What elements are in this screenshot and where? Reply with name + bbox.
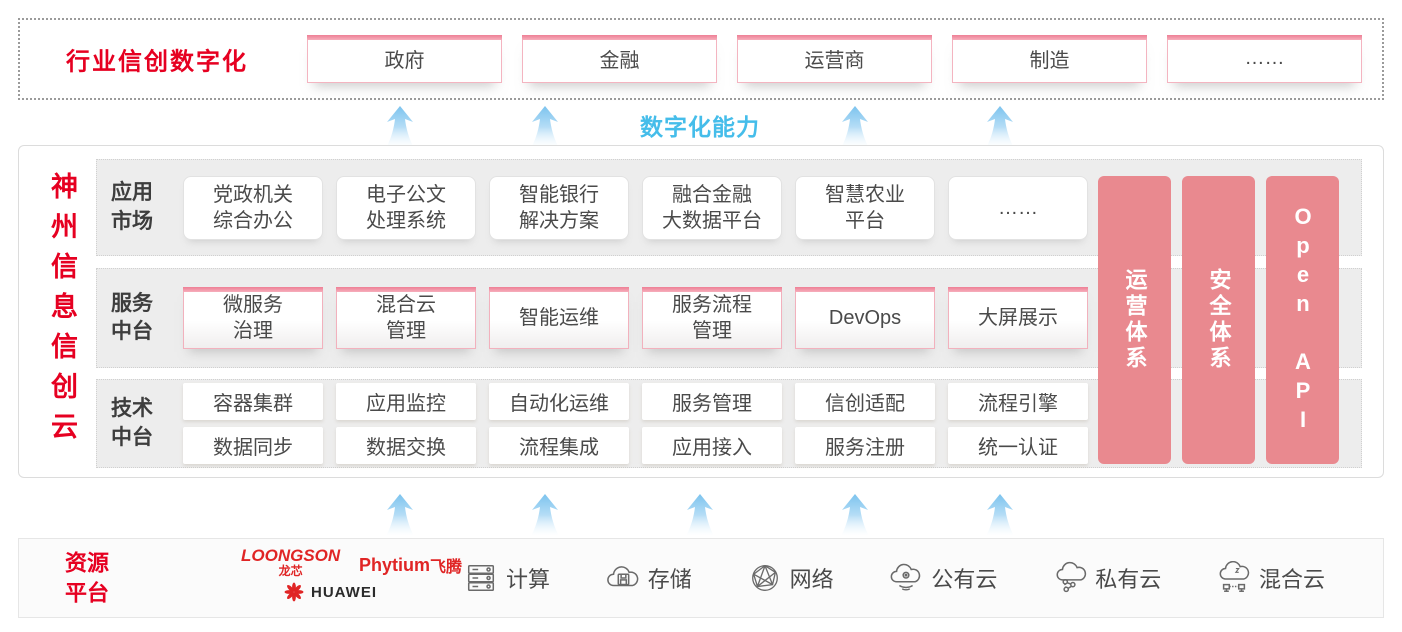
tech-box-container-cluster: 容器集群 xyxy=(183,383,323,420)
tech-row-2: 数据同步 数据交换 流程集成 应用接入 服务注册 统一认证 xyxy=(183,427,1088,464)
industry-box-manufacturing: 制造 xyxy=(952,35,1147,83)
tech-box-app-monitoring: 应用监控 xyxy=(336,383,476,420)
row-label-tech-platform: 技术 中台 xyxy=(111,397,153,449)
industry-box-ellipsis: …… xyxy=(1167,35,1362,83)
service-platform-boxes: 微服务 治理 混合云 管理 智能运维 服务流程 管理 DevOps 大屏展示 xyxy=(183,287,1088,349)
tech-box-data-sync: 数据同步 xyxy=(183,427,323,464)
resource-network: 网络 xyxy=(748,561,834,595)
capability-label: 数字化能力 xyxy=(640,114,760,140)
hybrid-cloud-icon xyxy=(1219,561,1250,592)
app-market-boxes: 党政机关 综合办公 电子公文 处理系统 智能银行 解决方案 融合金融 大数据平台… xyxy=(183,175,1088,240)
phytium-logo: Phytium 飞腾 xyxy=(359,553,462,577)
resource-public-cloud: 公有云 xyxy=(889,561,997,595)
loongson-logo-cn: 龙芯 xyxy=(278,564,303,578)
svc-box-dashboard-display: 大屏展示 xyxy=(948,287,1088,349)
industry-band: 行业信创数字化 政府 金融 运营商 制造 …… xyxy=(18,18,1384,100)
resource-storage-label: 存储 xyxy=(647,567,692,592)
industry-box-finance: 金融 xyxy=(522,35,717,83)
pillar-security-system: 安全体系 xyxy=(1182,176,1255,464)
industry-box-government: 政府 xyxy=(307,35,502,83)
industry-box-operator: 运营商 xyxy=(737,35,932,83)
loongson-logo-en: LOONGSON xyxy=(241,546,341,565)
resource-list: 计算 存储 网络 xyxy=(464,539,1325,617)
svc-box-microservice-governance: 微服务 治理 xyxy=(183,287,323,349)
svc-box-devops: DevOps xyxy=(795,287,935,349)
tech-box-xinchuang-adaptation: 信创适配 xyxy=(795,383,935,420)
tech-box-service-mgmt: 服务管理 xyxy=(642,383,782,420)
up-arrow-icon xyxy=(986,106,1014,148)
app-box-smart-banking: 智能银行 解决方案 xyxy=(489,175,629,240)
tech-platform-boxes: 容器集群 应用监控 自动化运维 服务管理 信创适配 流程引擎 数据同步 数据交换… xyxy=(183,383,1088,464)
cloud-platform-box: 神州信息信创云 应用 市场 党政机关 综合办公 电子公文 处理系统 智能银行 解… xyxy=(18,145,1384,478)
vendor-logos: LOONGSON 龙芯 Phytium 飞腾 xyxy=(201,539,481,617)
resource-private-cloud: 私有云 xyxy=(1053,561,1161,595)
industry-band-title: 行业信创数字化 xyxy=(66,48,248,76)
up-arrow-icon xyxy=(531,106,559,148)
resource-platform-box: 资源 平台 LOONGSON 龙芯 Phytium 飞腾 xyxy=(18,538,1384,618)
up-arrow-icon xyxy=(386,494,414,536)
svc-box-hybrid-cloud-mgmt: 混合云 管理 xyxy=(336,287,476,349)
compute-icon xyxy=(467,564,495,592)
resource-storage: 存储 xyxy=(606,561,692,595)
pillar-group: 运营体系 安全体系 Open API xyxy=(1098,176,1339,464)
svc-box-intelligent-ops: 智能运维 xyxy=(489,287,629,349)
huawei-logo-text: HUAWEI xyxy=(311,583,377,601)
app-box-finance-bigdata: 融合金融 大数据平台 xyxy=(642,175,782,240)
resource-public-cloud-label: 公有云 xyxy=(931,567,998,592)
platform-side-title: 神州信息信创云 xyxy=(47,172,77,452)
huawei-flower-icon xyxy=(284,582,304,602)
private-cloud-icon xyxy=(1056,561,1087,593)
tech-box-process-engine: 流程引擎 xyxy=(948,383,1088,420)
row-label-app-market: 应用 市场 xyxy=(111,181,153,233)
pillar-operation-system-label: 运营体系 xyxy=(1122,268,1148,372)
up-arrow-icon xyxy=(841,494,869,536)
resource-hybrid-cloud: 混合云 xyxy=(1217,561,1325,595)
storage-icon xyxy=(607,566,639,587)
app-box-smart-agriculture: 智慧农业 平台 xyxy=(795,175,935,240)
huawei-logo: HUAWEI xyxy=(283,581,377,603)
tech-box-data-exchange: 数据交换 xyxy=(336,427,476,464)
resource-network-label: 网络 xyxy=(789,567,834,592)
up-arrow-icon xyxy=(386,106,414,148)
phytium-logo-cn: 飞腾 xyxy=(430,559,463,576)
resource-platform-title: 资源 平台 xyxy=(65,550,110,605)
pillar-security-system-label: 安全体系 xyxy=(1206,268,1232,372)
public-cloud-icon xyxy=(891,563,921,591)
app-box-party-gov-office: 党政机关 综合办公 xyxy=(183,175,323,240)
up-arrow-icon xyxy=(986,494,1014,536)
loongson-logo: LOONGSON 龙芯 xyxy=(241,547,340,578)
pillar-operation-system: 运营体系 xyxy=(1098,176,1171,464)
pillar-open-api: Open API xyxy=(1266,176,1339,464)
up-arrow-icon xyxy=(841,106,869,148)
resource-hybrid-cloud-label: 混合云 xyxy=(1258,567,1325,592)
phytium-logo-en: Phytium xyxy=(359,554,431,575)
resource-compute-label: 计算 xyxy=(506,567,551,592)
tech-box-automated-ops: 自动化运维 xyxy=(489,383,629,420)
app-box-ellipsis: …… xyxy=(948,175,1088,240)
tech-box-app-access: 应用接入 xyxy=(642,427,782,464)
up-arrow-icon xyxy=(531,494,559,536)
pillar-open-api-label: Open API xyxy=(1290,204,1316,436)
row-label-service-platform: 服务 中台 xyxy=(111,291,153,343)
resource-private-cloud-label: 私有云 xyxy=(1095,567,1162,592)
industry-list: 政府 金融 运营商 制造 …… xyxy=(307,20,1362,98)
tech-box-service-registry: 服务注册 xyxy=(795,427,935,464)
resource-compute: 计算 xyxy=(464,561,550,595)
tech-row-1: 容器集群 应用监控 自动化运维 服务管理 信创适配 流程引擎 xyxy=(183,383,1088,420)
tech-box-process-integration: 流程集成 xyxy=(489,427,629,464)
tech-box-unified-auth: 统一认证 xyxy=(948,427,1088,464)
network-icon xyxy=(751,564,778,591)
app-box-edoc-system: 电子公文 处理系统 xyxy=(336,175,476,240)
up-arrow-icon xyxy=(686,494,714,536)
svc-box-service-process-mgmt: 服务流程 管理 xyxy=(642,287,782,349)
